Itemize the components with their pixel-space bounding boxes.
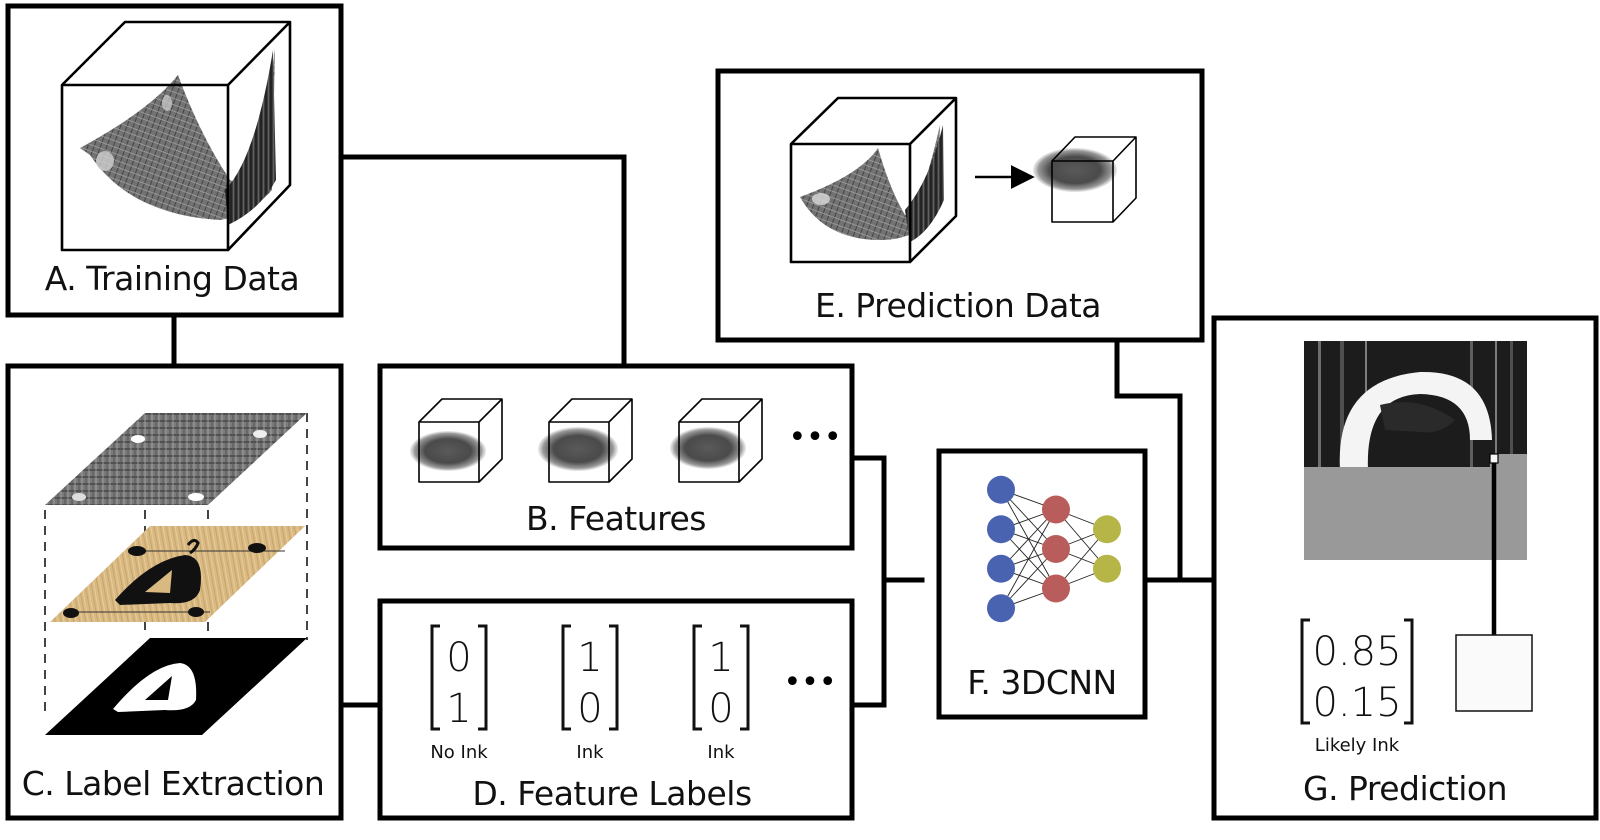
wire-b-d-to-f bbox=[849, 455, 925, 708]
panel-a-training-data: A. Training Data bbox=[5, 3, 344, 318]
panel-e-prediction-data: E. Prediction Data bbox=[715, 68, 1205, 343]
prediction-value-ink: 0.85 bbox=[1312, 629, 1401, 675]
panel-f-title: F. 3DCNN bbox=[967, 663, 1116, 702]
prediction-volume-cube-icon bbox=[789, 96, 958, 264]
panel-b-features: ••• B. Features bbox=[377, 363, 855, 551]
label-vector-2-caption: Ink bbox=[576, 742, 604, 763]
panel-a-title: A. Training Data bbox=[45, 259, 299, 298]
label-vector-2-value-0: 1 bbox=[577, 635, 602, 681]
label-vector-3: 1 0 Ink bbox=[692, 624, 750, 763]
feature-cube-icon-2 bbox=[538, 398, 633, 483]
wire-a-to-b bbox=[338, 154, 627, 369]
scroll-volume-cube-icon bbox=[60, 20, 292, 252]
prediction-vector: 0.85 0.15 Likely Ink bbox=[1300, 618, 1414, 756]
nn-hidden-node bbox=[1042, 574, 1070, 603]
output-pixel-square bbox=[1455, 634, 1533, 712]
feature-cube-icon-3 bbox=[670, 398, 763, 483]
label-vector-3-value-1: 0 bbox=[708, 686, 733, 732]
stacked-layers-icon bbox=[44, 413, 308, 735]
nn-output-node bbox=[1093, 554, 1121, 583]
panel-c-title: C. Label Extraction bbox=[22, 764, 325, 803]
nn-hidden-node bbox=[1042, 535, 1070, 563]
connectors bbox=[171, 154, 1217, 708]
panel-c-label-extraction: C. Label Extraction bbox=[5, 363, 344, 821]
panel-d-feature-labels: 0 1 No Ink 1 0 Ink 1 0 Ink ••• D. Featur… bbox=[377, 598, 855, 821]
nn-input-node bbox=[987, 515, 1015, 544]
neural-network-icon bbox=[987, 475, 1121, 623]
label-vector-2: 1 0 Ink bbox=[561, 624, 619, 763]
panel-f-frame bbox=[936, 448, 1148, 720]
ct-slice-layer bbox=[45, 413, 307, 505]
prediction-value-no-ink: 0.15 bbox=[1312, 680, 1401, 726]
panel-g-prediction: 0.85 0.15 Likely Ink G. Prediction bbox=[1211, 315, 1599, 821]
panel-f-3dcnn: F. 3DCNN bbox=[936, 448, 1148, 720]
prediction-caption: Likely Ink bbox=[1315, 735, 1400, 756]
current-pixel-marker bbox=[1489, 453, 1499, 464]
nn-input-node bbox=[987, 594, 1015, 623]
label-vector-1-value-1: 1 bbox=[446, 686, 471, 732]
features-ellipsis: ••• bbox=[788, 420, 841, 455]
label-vector-3-caption: Ink bbox=[707, 742, 735, 763]
wire-e-to-g bbox=[1114, 337, 1183, 583]
feature-cube-icon-1 bbox=[410, 398, 503, 483]
nn-hidden-node bbox=[1042, 495, 1070, 524]
nn-input-node bbox=[987, 475, 1015, 504]
labels-ellipsis: ••• bbox=[783, 665, 836, 700]
label-vector-3-value-0: 1 bbox=[708, 635, 733, 681]
label-vector-1: 0 1 No Ink bbox=[430, 624, 488, 763]
label-vector-2-value-1: 0 bbox=[577, 686, 602, 732]
label-vector-1-caption: No Ink bbox=[430, 742, 488, 763]
pending-prediction-region bbox=[1304, 467, 1527, 560]
nn-connection bbox=[1000, 509, 1057, 609]
panel-e-title: E. Prediction Data bbox=[815, 286, 1101, 325]
panel-b-title: B. Features bbox=[526, 499, 706, 538]
nn-input-node bbox=[987, 554, 1015, 583]
panel-g-title: G. Prediction bbox=[1303, 769, 1507, 808]
panel-e-frame bbox=[715, 68, 1205, 343]
panel-d-title: D. Feature Labels bbox=[472, 774, 751, 813]
prediction-map-image bbox=[1304, 341, 1527, 560]
nn-output-node bbox=[1093, 515, 1121, 544]
prediction-subvolume-cube-icon bbox=[1033, 136, 1137, 223]
label-vector-1-value-0: 0 bbox=[446, 635, 471, 681]
